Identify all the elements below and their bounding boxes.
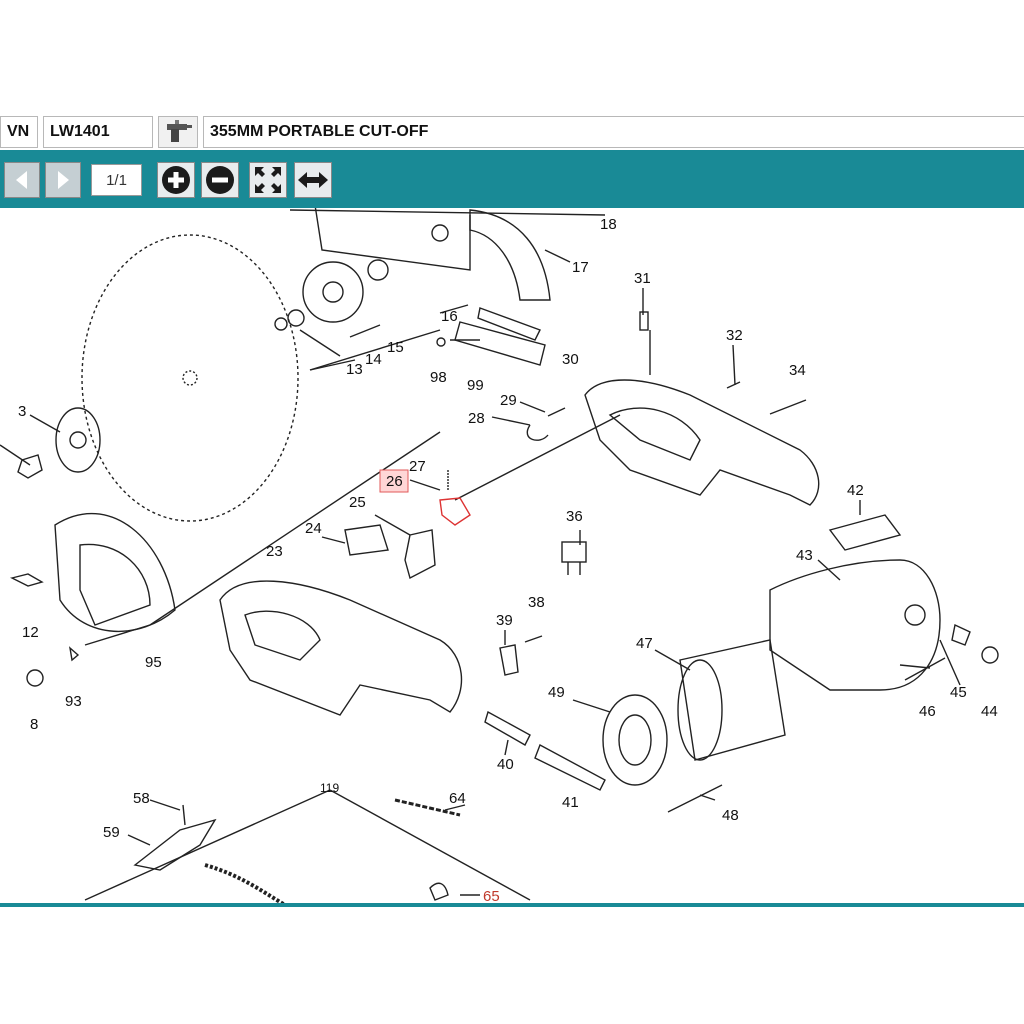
part-label-27[interactable]: 27 [409, 458, 426, 475]
part-label-23[interactable]: 23 [266, 543, 283, 560]
part-label-32[interactable]: 32 [726, 327, 743, 344]
part-label-40[interactable]: 40 [497, 756, 514, 773]
part-label-42[interactable]: 42 [847, 482, 864, 499]
model-number: LW1401 [43, 116, 153, 148]
page-number-input[interactable] [91, 164, 142, 196]
part-label-45[interactable]: 45 [950, 684, 967, 701]
part-label-8[interactable]: 8 [30, 716, 38, 733]
part-label-14[interactable]: 14 [365, 351, 382, 368]
part-label-47[interactable]: 47 [636, 635, 653, 652]
part-label-39[interactable]: 39 [496, 612, 513, 629]
plus-circle-icon [162, 166, 190, 194]
part-label-34[interactable]: 34 [789, 362, 806, 379]
part-label-48[interactable]: 48 [722, 807, 739, 824]
part-label-25[interactable]: 25 [349, 494, 366, 511]
part-label-12[interactable]: 12 [22, 624, 39, 641]
part-label-28[interactable]: 28 [468, 410, 485, 427]
product-title: 355MM PORTABLE CUT-OFF [203, 116, 1024, 148]
part-label-29[interactable]: 29 [500, 392, 517, 409]
part-label-46[interactable]: 46 [919, 703, 936, 720]
prev-page-button[interactable] [4, 162, 40, 198]
part-label-36[interactable]: 36 [566, 508, 583, 525]
chevron-right-icon [58, 171, 69, 189]
header-bar: VN LW1401 355MM PORTABLE CUT-OFF [0, 116, 1024, 150]
part-label-16[interactable]: 16 [441, 308, 458, 325]
part-label-30[interactable]: 30 [562, 351, 579, 368]
horizontal-arrows-icon [298, 172, 328, 188]
part-label-64[interactable]: 64 [449, 790, 466, 807]
parts-diagram: 18 17 16 15 14 13 98 99 31 32 30 34 29 2… [0, 208, 999, 904]
bottom-divider [0, 903, 1024, 907]
part-label-13[interactable]: 13 [346, 361, 363, 378]
next-page-button[interactable] [45, 162, 81, 198]
diagram-viewer[interactable]: 18 17 16 15 14 13 98 99 31 32 30 34 29 2… [0, 208, 1024, 904]
expand-arrows-icon [255, 167, 281, 193]
part-label-95[interactable]: 95 [145, 654, 162, 671]
part-label-38[interactable]: 38 [528, 594, 545, 611]
viewer-toolbar [0, 150, 1024, 208]
part-label-49[interactable]: 49 [548, 684, 565, 701]
part-label-99[interactable]: 99 [467, 377, 484, 394]
part-label-41[interactable]: 41 [562, 794, 579, 811]
drill-tool-icon [158, 116, 198, 148]
part-label-93[interactable]: 93 [65, 693, 82, 710]
fit-width-button[interactable] [294, 162, 332, 198]
part-label-17[interactable]: 17 [572, 259, 589, 276]
part-label-44[interactable]: 44 [981, 703, 998, 720]
zoom-in-button[interactable] [157, 162, 195, 198]
part-label-119[interactable]: 119 [320, 781, 339, 795]
chevron-left-icon [16, 171, 27, 189]
part-label-31[interactable]: 31 [634, 270, 651, 287]
part-label-58[interactable]: 58 [133, 790, 150, 807]
part-label-15[interactable]: 15 [387, 339, 404, 356]
minus-circle-icon [206, 166, 234, 194]
fit-page-button[interactable] [249, 162, 287, 198]
part-label-18[interactable]: 18 [600, 216, 617, 233]
part-label-26[interactable]: 26 [386, 473, 403, 490]
region-code: VN [0, 116, 38, 148]
part-label-43[interactable]: 43 [796, 547, 813, 564]
part-label-65[interactable]: 65 [483, 888, 500, 904]
part-label-98[interactable]: 98 [430, 369, 447, 386]
part-label-24[interactable]: 24 [305, 520, 322, 537]
part-label-3[interactable]: 3 [18, 403, 26, 420]
part-label-59[interactable]: 59 [103, 824, 120, 841]
zoom-out-button[interactable] [201, 162, 239, 198]
